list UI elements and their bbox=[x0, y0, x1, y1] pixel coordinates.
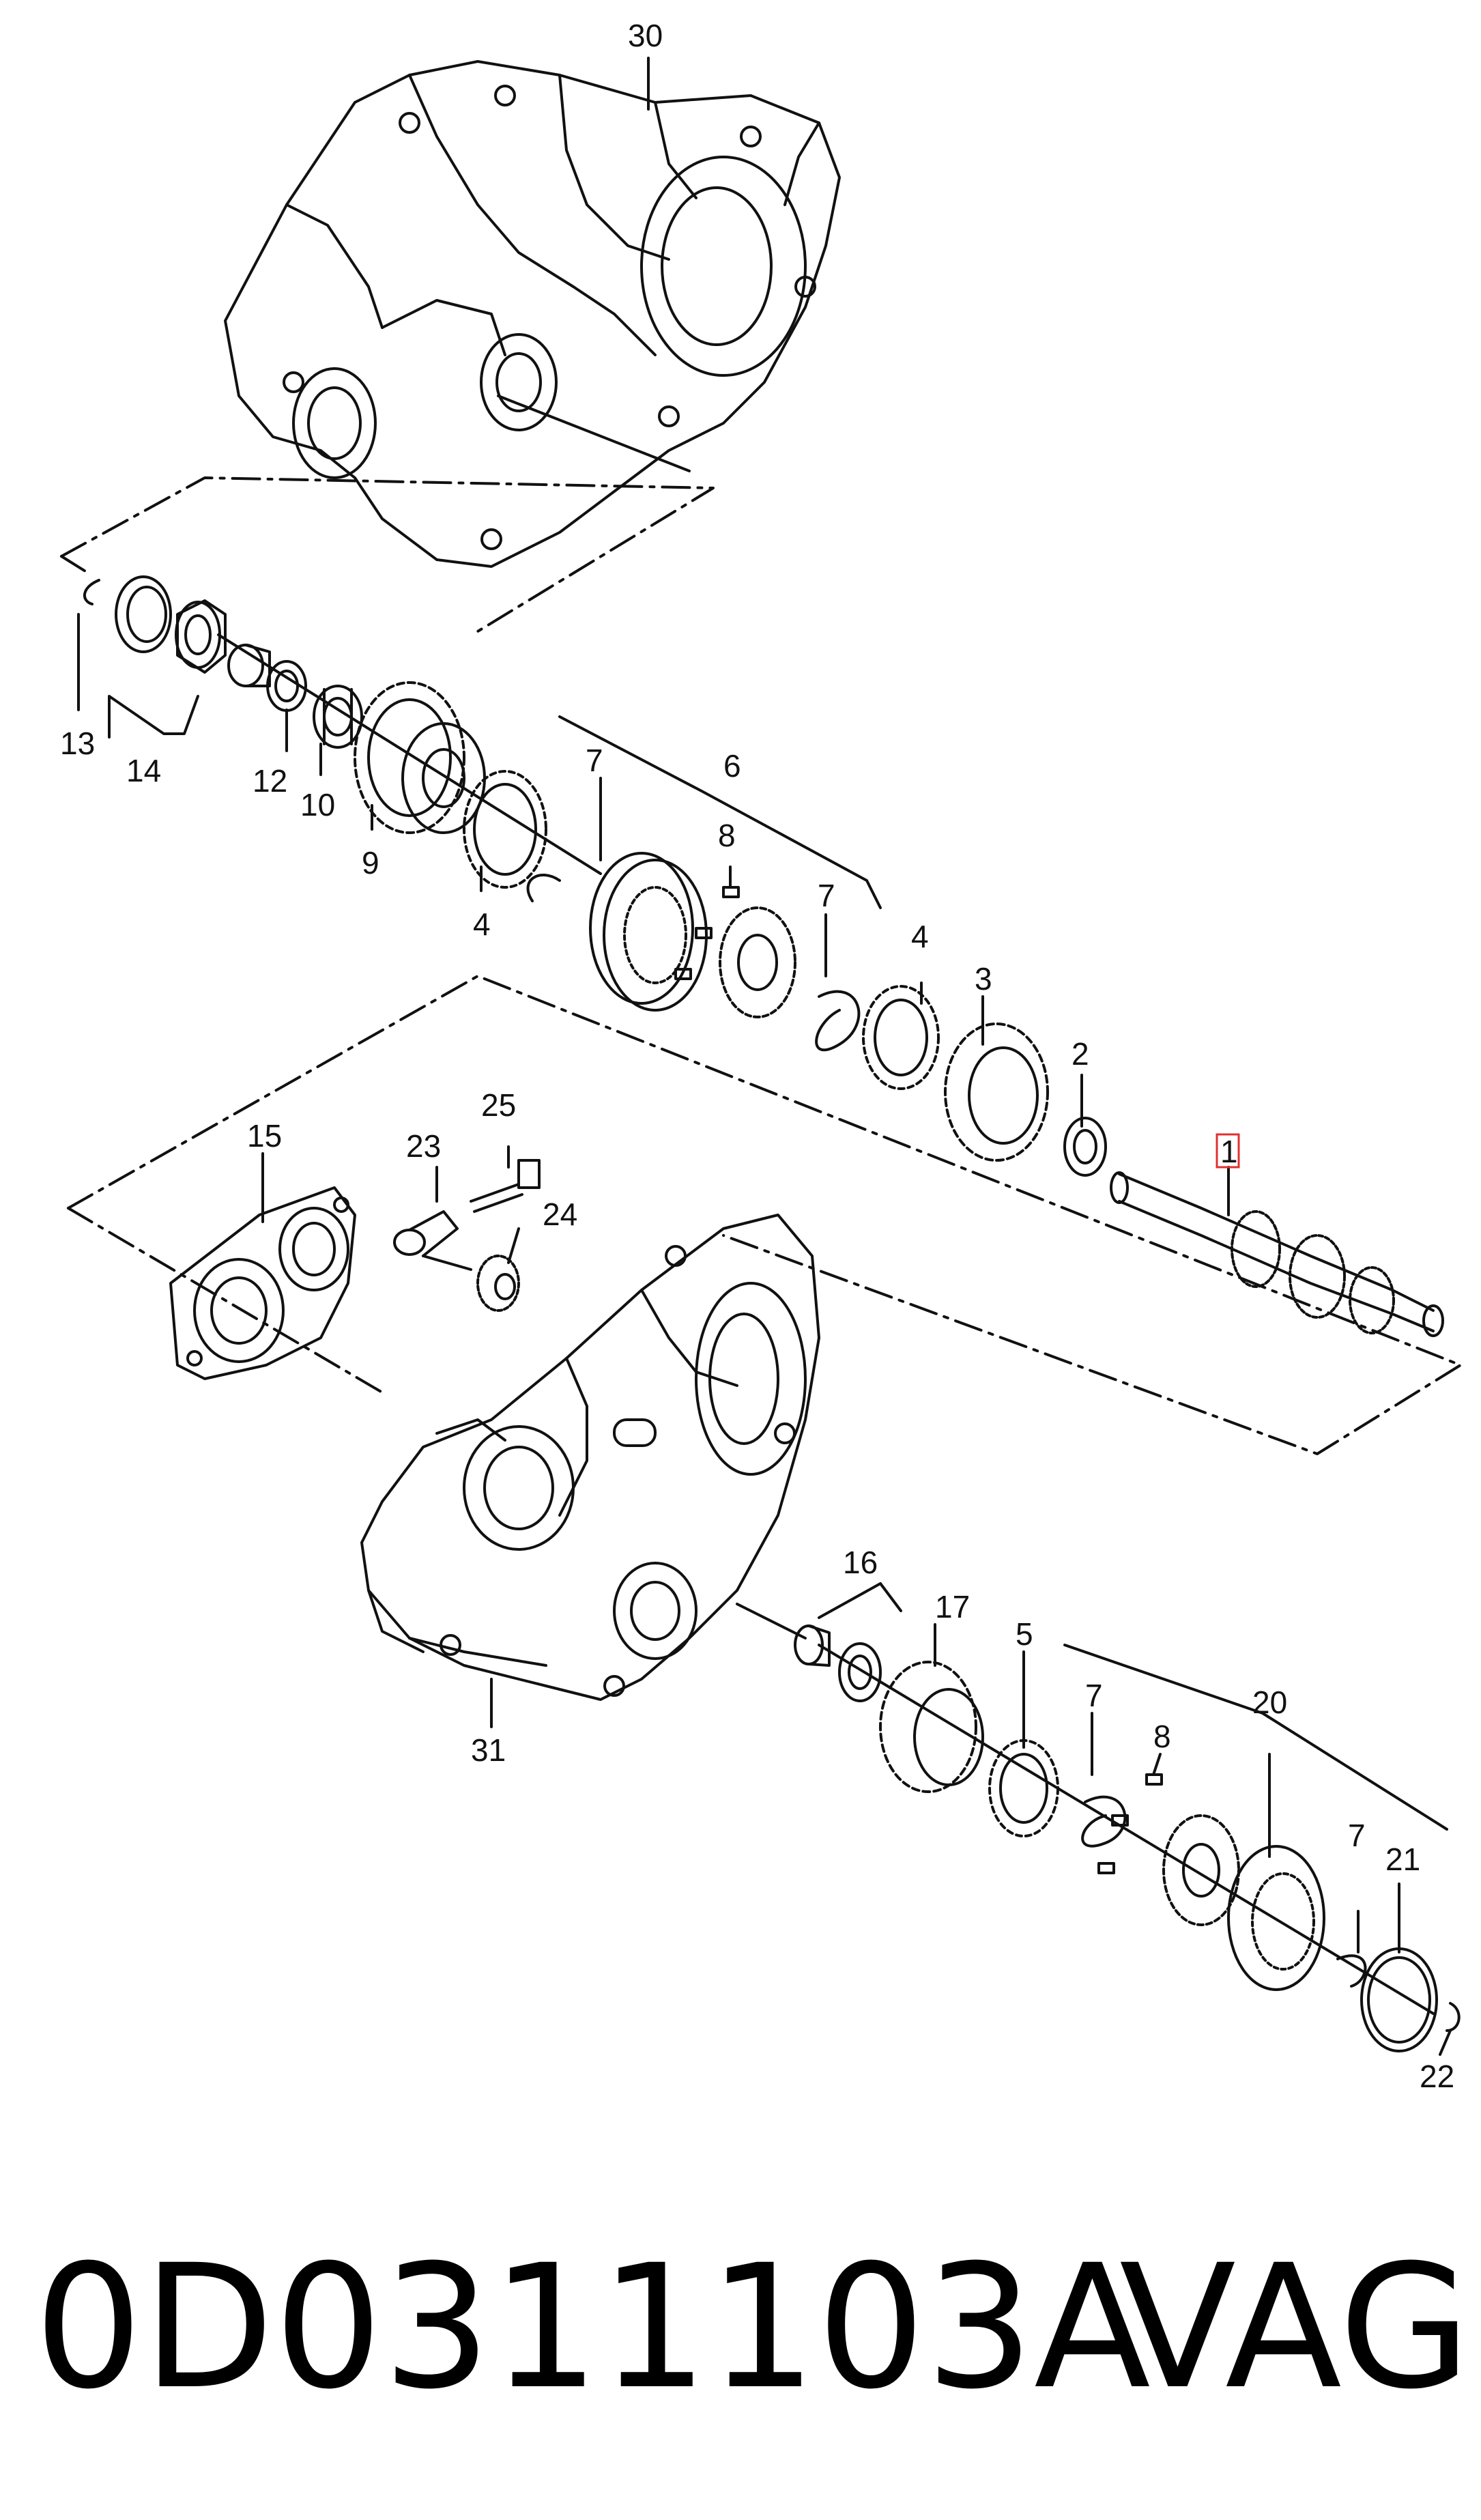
needle-bearing-10 bbox=[313, 685, 363, 749]
lever-23 bbox=[393, 1210, 472, 1271]
callout-20: 20 bbox=[1252, 1685, 1287, 1720]
circlip-22 bbox=[1446, 2002, 1461, 2032]
callout-30: 30 bbox=[628, 18, 663, 53]
callout-6: 6 bbox=[723, 748, 741, 784]
sleeve-14 bbox=[227, 644, 271, 687]
cover-15 bbox=[169, 1186, 356, 1380]
callout-15: 15 bbox=[247, 1118, 282, 1154]
callout-16: 16 bbox=[843, 1545, 878, 1580]
callout-1: 1 bbox=[1220, 1134, 1238, 1169]
circlip-13 bbox=[83, 579, 100, 605]
callout-14: 14 bbox=[126, 753, 161, 788]
bolt-25 bbox=[470, 1159, 541, 1213]
callout-7a: 7 bbox=[586, 743, 603, 778]
ring-14 bbox=[115, 575, 172, 653]
bush-16 bbox=[794, 1624, 831, 1667]
part-number: 0D0311103A bbox=[34, 2228, 1151, 2426]
callout-3: 3 bbox=[975, 961, 992, 997]
shaft-1 bbox=[1110, 1171, 1444, 1337]
highlight-box bbox=[1216, 1133, 1240, 1169]
housing-30 bbox=[224, 60, 841, 568]
callout-8a: 8 bbox=[718, 818, 736, 853]
spring-7b bbox=[815, 990, 861, 1051]
hub-6 bbox=[719, 906, 796, 1018]
callout-12: 12 bbox=[253, 763, 287, 799]
needle-bearing-2 bbox=[1063, 1117, 1107, 1177]
exploded-parts-diagram: 30 13 14 12 10 9 4 7 6 8 7 4 3 2 1 15 23… bbox=[60, 18, 1462, 2094]
sleeve-20 bbox=[1227, 1845, 1325, 1991]
footer-caption: 0D0311103A VAG bbox=[0, 2205, 1481, 2450]
spring-7d bbox=[1336, 1954, 1367, 1988]
callout-9: 9 bbox=[362, 845, 379, 880]
brand-name: VAG bbox=[1119, 2228, 1471, 2426]
callout-25: 25 bbox=[481, 1087, 516, 1123]
callout-8b: 8 bbox=[1153, 1719, 1171, 1754]
callout-17: 17 bbox=[935, 1589, 970, 1624]
bearing-14 bbox=[175, 599, 227, 674]
gear-3 bbox=[944, 1022, 1049, 1162]
callout-31: 31 bbox=[471, 1732, 506, 1768]
callout-4b: 4 bbox=[911, 919, 929, 954]
gear-24 bbox=[476, 1255, 520, 1312]
callout-21: 21 bbox=[1385, 1842, 1420, 1877]
synchro-sleeve-7 bbox=[526, 852, 708, 1012]
callout-2: 2 bbox=[1072, 1036, 1089, 1072]
needle-bearing-16 bbox=[838, 1642, 882, 1702]
synchro-ring-4a bbox=[463, 770, 547, 889]
housing-31 bbox=[360, 1214, 820, 1701]
ring-21 bbox=[1360, 1947, 1438, 2052]
callout-7d: 7 bbox=[1348, 1818, 1366, 1853]
synchro-ring-4b bbox=[862, 985, 940, 1090]
callout-4a: 4 bbox=[473, 906, 491, 942]
callout-13: 13 bbox=[60, 726, 95, 761]
keys-8b bbox=[1097, 1773, 1163, 1874]
hub-20 bbox=[1162, 1814, 1240, 1926]
spring-7c bbox=[1081, 1795, 1127, 1848]
callout-22: 22 bbox=[1420, 2059, 1454, 2094]
callout-24: 24 bbox=[543, 1197, 577, 1232]
callout-5: 5 bbox=[1016, 1616, 1033, 1652]
callout-10: 10 bbox=[300, 787, 335, 822]
gear-17 bbox=[879, 1661, 984, 1793]
callout-7c: 7 bbox=[1085, 1678, 1103, 1713]
callout-23: 23 bbox=[406, 1128, 441, 1164]
callout-7b: 7 bbox=[818, 878, 835, 913]
